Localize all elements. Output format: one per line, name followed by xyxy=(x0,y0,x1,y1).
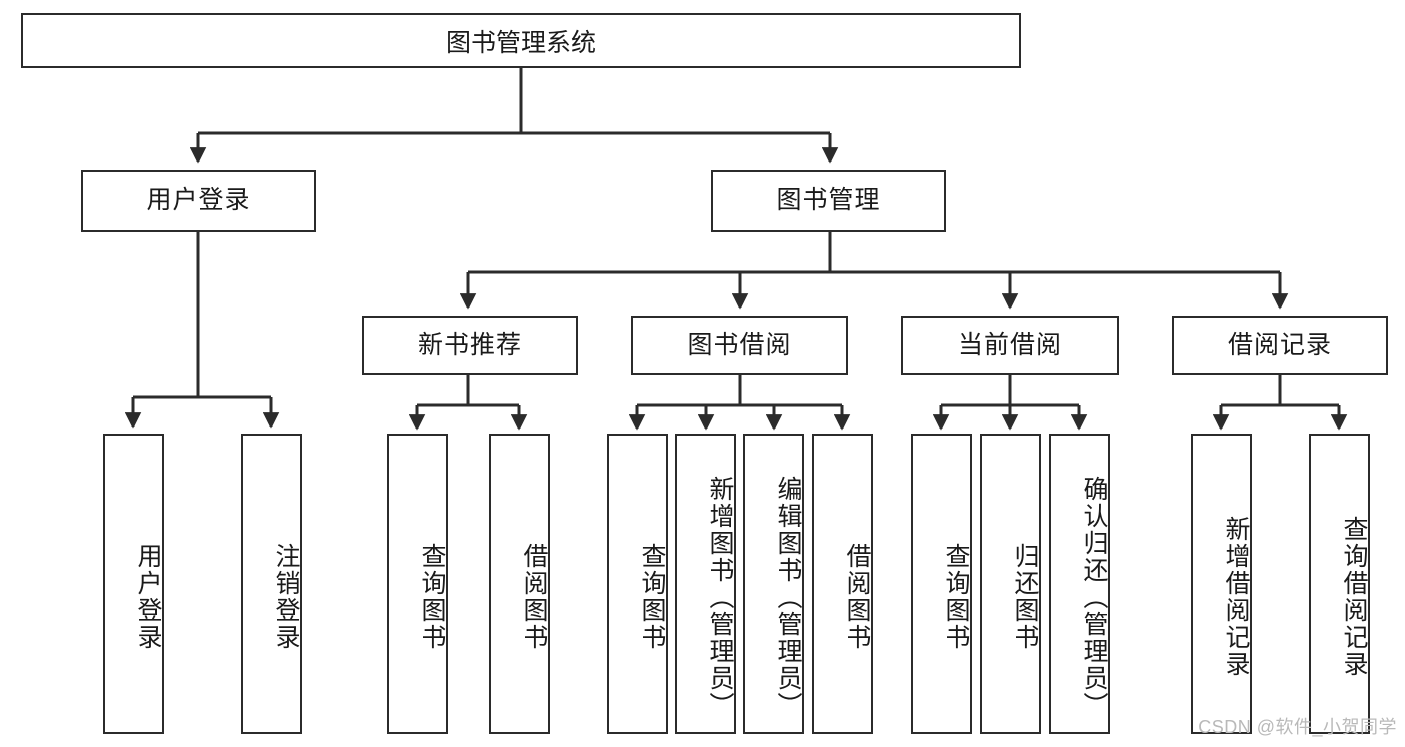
leaf-user-login[interactable]: 用户登录 xyxy=(103,434,164,734)
leaf-query-borrow-record[interactable]: 查询借阅记录 xyxy=(1309,434,1370,734)
leaf-borrow-book-recommend[interactable]: 借阅图书 xyxy=(489,434,550,734)
node-user-login[interactable]: 用户登录 xyxy=(81,170,316,232)
watermark: CSDN @软件_小贺同学 xyxy=(1198,717,1397,737)
leaf-edit-book-admin[interactable]: 编辑图书（管理员） xyxy=(743,434,804,734)
leaf-query-book-current[interactable]: 查询图书 xyxy=(911,434,972,734)
node-book-borrow[interactable]: 图书借阅 xyxy=(631,316,848,375)
node-current-borrow[interactable]: 当前借阅 xyxy=(901,316,1119,375)
node-borrow-record[interactable]: 借阅记录 xyxy=(1172,316,1388,375)
node-root-system[interactable]: 图书管理系统 xyxy=(21,13,1021,68)
leaf-logout[interactable]: 注销登录 xyxy=(241,434,302,734)
leaf-borrow-book[interactable]: 借阅图书 xyxy=(812,434,873,734)
leaf-confirm-return-admin[interactable]: 确认归还（管理员） xyxy=(1049,434,1110,734)
leaf-add-borrow-record[interactable]: 新增借阅记录 xyxy=(1191,434,1252,734)
node-new-book-recommend[interactable]: 新书推荐 xyxy=(362,316,578,375)
leaf-query-book-borrow[interactable]: 查询图书 xyxy=(607,434,668,734)
leaf-add-book-admin[interactable]: 新增图书（管理员） xyxy=(675,434,736,734)
leaf-query-book-recommend[interactable]: 查询图书 xyxy=(387,434,448,734)
node-book-management[interactable]: 图书管理 xyxy=(711,170,946,232)
leaf-return-book[interactable]: 归还图书 xyxy=(980,434,1041,734)
